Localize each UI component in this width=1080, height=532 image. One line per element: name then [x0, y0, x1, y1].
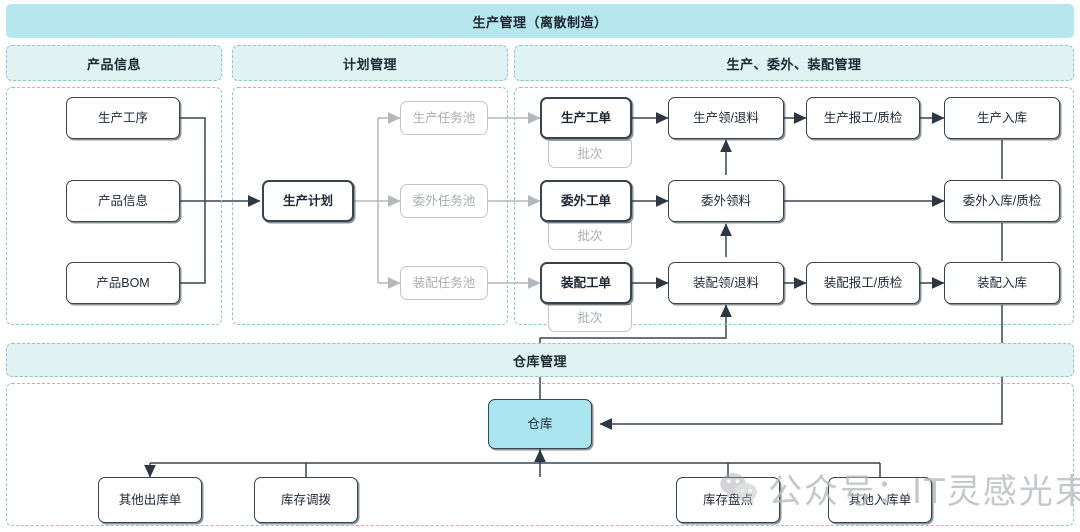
node-label: 其他出库单 [118, 492, 182, 507]
node-pool-outsourcing[interactable]: 委外任务池 [400, 184, 488, 218]
node-work-order-production[interactable]: 生产工单 [540, 97, 632, 139]
node-label: 装配报工/质检 [823, 275, 903, 290]
region-warehouse-mgmt [6, 383, 1074, 526]
section-label: 仓库管理 [512, 353, 567, 369]
region-plan-mgmt [232, 87, 508, 325]
node-label: 生产入库 [976, 110, 1027, 125]
node-other-inbound-order[interactable]: 其他入库单 [828, 477, 932, 523]
section-label: 计划管理 [342, 56, 397, 72]
node-production-inbound[interactable]: 生产入库 [944, 97, 1060, 139]
node-outsourcing-inbound-inspection[interactable]: 委外入库/质检 [944, 180, 1060, 222]
node-process[interactable]: 生产工序 [66, 97, 180, 139]
node-label: 委外工单 [560, 193, 611, 208]
section-header-product-info: 产品信息 [6, 45, 222, 81]
node-label: 生产领/退料 [693, 110, 759, 125]
node-assembly-issue-return[interactable]: 装配领/退料 [668, 262, 784, 304]
node-warehouse[interactable]: 仓库 [488, 399, 592, 449]
section-header-plan-mgmt: 计划管理 [232, 45, 508, 81]
node-work-order-assembly[interactable]: 装配工单 [540, 262, 632, 304]
region-product-info [6, 87, 222, 325]
node-label: 产品BOM [96, 275, 150, 290]
node-batch-outsourcing[interactable]: 批次 [548, 222, 632, 250]
node-work-order-outsourcing[interactable]: 委外工单 [540, 180, 632, 222]
node-label: 生产工序 [97, 110, 148, 125]
node-outsourcing-issue[interactable]: 委外领料 [668, 180, 784, 222]
node-label: 批次 [577, 228, 603, 243]
node-production-report-inspection[interactable]: 生产报工/质检 [806, 97, 920, 139]
node-label: 生产任务池 [412, 110, 476, 125]
region-prod-out-asm [514, 87, 1074, 325]
node-assembly-report-inspection[interactable]: 装配报工/质检 [806, 262, 920, 304]
node-label: 其他入库单 [848, 492, 912, 507]
node-label: 委外任务池 [412, 193, 476, 208]
node-stock-count[interactable]: 库存盘点 [676, 477, 780, 523]
node-assembly-inbound[interactable]: 装配入库 [944, 262, 1060, 304]
node-label: 生产计划 [282, 193, 333, 208]
node-label: 批次 [577, 310, 603, 325]
section-label: 生产、委外、装配管理 [726, 56, 862, 72]
node-product-bom[interactable]: 产品BOM [66, 262, 180, 304]
node-label: 生产报工/质检 [823, 110, 903, 125]
section-header-warehouse-mgmt: 仓库管理 [6, 343, 1074, 377]
section-header-prod-out-asm: 生产、委外、装配管理 [514, 45, 1074, 81]
section-label: 产品信息 [86, 56, 141, 72]
node-product-info[interactable]: 产品信息 [66, 180, 180, 222]
page-title: 生产管理（离散制造） [472, 14, 608, 30]
node-label: 装配入库 [976, 275, 1027, 290]
node-batch-production[interactable]: 批次 [548, 140, 632, 168]
node-label: 装配任务池 [412, 275, 476, 290]
node-label: 委外领料 [700, 193, 751, 208]
node-production-issue-return[interactable]: 生产领/退料 [668, 97, 784, 139]
node-pool-assembly[interactable]: 装配任务池 [400, 266, 488, 300]
node-stock-transfer[interactable]: 库存调拨 [254, 477, 358, 523]
node-label: 生产工单 [560, 110, 611, 125]
node-label: 仓库 [527, 416, 553, 431]
node-label: 库存调拨 [280, 492, 331, 507]
node-label: 委外入库/质检 [962, 193, 1042, 208]
node-batch-assembly[interactable]: 批次 [548, 304, 632, 332]
node-label: 批次 [577, 146, 603, 161]
node-production-plan[interactable]: 生产计划 [262, 180, 354, 222]
node-pool-production[interactable]: 生产任务池 [400, 101, 488, 135]
node-label: 装配领/退料 [693, 275, 759, 290]
node-other-outbound-order[interactable]: 其他出库单 [98, 477, 202, 523]
node-label: 装配工单 [560, 275, 611, 290]
page-title-band: 生产管理（离散制造） [6, 4, 1074, 38]
node-label: 库存盘点 [702, 492, 753, 507]
node-label: 产品信息 [97, 193, 148, 208]
